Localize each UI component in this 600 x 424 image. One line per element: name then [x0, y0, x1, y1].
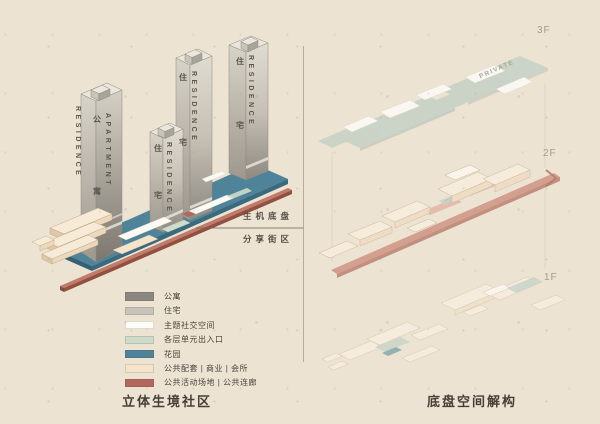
legend-item: 主题社交空间: [125, 320, 257, 331]
tower-apartment-front-label: 公 寓 APARTMENT: [93, 113, 111, 235]
legend-label: 公共配套 | 商业 | 会所: [164, 363, 249, 373]
tower-cn-text: 住 宅: [179, 72, 187, 148]
tower-en-text: APARTMENT: [104, 113, 111, 188]
tower-side-text: RESIDENCE: [74, 106, 81, 179]
legend-item: 公寓: [125, 291, 257, 302]
floor-1f: [321, 276, 566, 371]
legend-item: 各层单元出入口: [125, 334, 257, 345]
tower-en-text: RESIDENCE: [165, 142, 172, 215]
tower-cn-bottom: 宅: [179, 137, 187, 147]
legend-label: 各层单元出入口: [164, 335, 224, 345]
floor-2f: [318, 163, 560, 278]
legend: 公寓住宅主题社交空间各层单元出入口花园公共配套 | 商业 | 会所公共活动场地 …: [125, 291, 257, 392]
legend-label: 主题社交空间: [164, 320, 215, 330]
annotation-top: 生机底盘: [243, 211, 294, 221]
legend-item: 公共活动场地 | 公共连廊: [125, 377, 257, 388]
tower-cn-top: 住: [154, 143, 162, 153]
legend-label: 公寓: [164, 292, 181, 301]
legend-item: 住宅: [125, 305, 257, 316]
tower-cn-text: 公 寓: [93, 114, 101, 197]
left-diagram: [31, 35, 303, 292]
tower-residence2-label: 住 宅 RESIDENCE: [179, 71, 197, 183]
tower-residence1-label: 住 宅 RESIDENCE: [154, 142, 172, 228]
tower-cn-bottom: 宅: [154, 191, 162, 201]
annotation-bottom: 分享街区: [243, 234, 294, 244]
walkway-arrow: [545, 169, 558, 187]
tower-cn-top: 住: [236, 56, 244, 66]
legend-swatch: [125, 292, 154, 301]
tower-apartment-side-label: RESIDENCE: [74, 106, 81, 256]
tower-cn-top: 公: [93, 114, 101, 124]
legend-label: 住宅: [164, 306, 181, 316]
legend-swatch: [125, 306, 154, 315]
left-caption: 立体生境社区: [122, 394, 213, 409]
legend-swatch: [125, 321, 154, 330]
right-diagram: [303, 46, 566, 371]
legend-swatch: [125, 364, 154, 373]
tower-residence3-label: 住 宅 RESIDENCE: [236, 55, 254, 165]
right-caption: 底盘空间解构: [427, 394, 518, 409]
legend-item: 公共配套 | 商业 | 会所: [125, 363, 257, 374]
legend-label: 公共活动场地 | 公共连廊: [164, 378, 258, 388]
tower-cn-bottom: 宅: [236, 120, 244, 130]
floor-3f: [318, 56, 548, 151]
tower-cn-top: 住: [179, 72, 187, 82]
tower-residence-3: [228, 35, 269, 181]
tower-residence-1: [149, 122, 184, 233]
tower-en-text: RESIDENCE: [247, 55, 254, 128]
floor-2f-label: 2F: [543, 148, 557, 159]
legend-item: 花园: [125, 349, 257, 360]
tower-cn-text: 住 宅: [236, 56, 244, 131]
legend-swatch: [125, 378, 154, 387]
legend-label: 花园: [164, 349, 181, 359]
tower-cn-bottom: 寓: [93, 186, 101, 196]
tower-en-text: RESIDENCE: [190, 71, 197, 144]
tower-cn-text: 住 宅: [154, 143, 162, 201]
red-walkway: [60, 188, 292, 292]
legend-swatch: [125, 349, 154, 359]
legend-swatch: [125, 335, 154, 344]
floor-3f-label: 3F: [537, 25, 551, 36]
floor-1f-label: 1F: [544, 272, 558, 283]
projection-lines: [331, 84, 546, 268]
podium-terraces: [31, 207, 113, 265]
deck-details: [112, 170, 252, 255]
